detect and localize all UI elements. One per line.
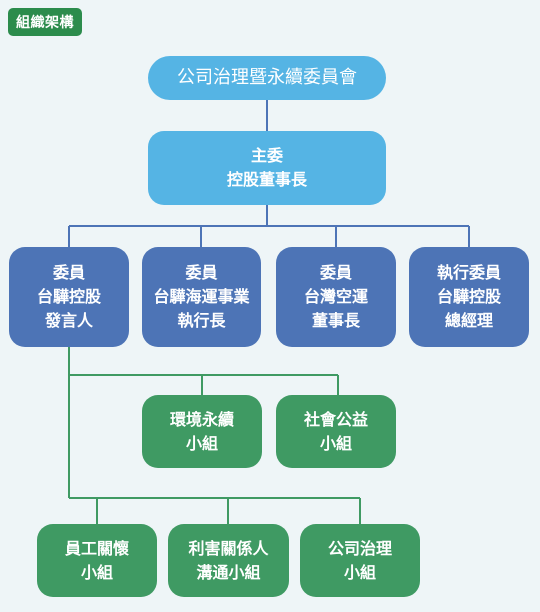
member-role: 委員 bbox=[185, 263, 218, 282]
group-line2: 小組 bbox=[319, 433, 352, 453]
member-line1: 台驊控股 bbox=[36, 287, 101, 306]
member-role: 執行委員 bbox=[436, 263, 501, 282]
member-role: 委員 bbox=[52, 263, 85, 282]
committee-box: 公司治理暨永續委員會 bbox=[148, 56, 386, 100]
section-tag: 組織架構 bbox=[8, 8, 82, 36]
chair-box: 主委 控股董事長 bbox=[148, 131, 386, 205]
group-box-governance: 公司治理 小組 bbox=[300, 524, 420, 597]
chair-title: 控股董事長 bbox=[226, 170, 307, 189]
member-box-air-chairman: 委員 台灣空運 董事長 bbox=[276, 247, 396, 347]
chair-role: 主委 bbox=[250, 146, 283, 165]
group-line2: 小組 bbox=[343, 562, 376, 582]
group-box-social: 社會公益 小組 bbox=[276, 395, 396, 468]
member-line1: 台驊海運事業 bbox=[153, 287, 250, 306]
member-line1: 台灣空運 bbox=[303, 287, 368, 306]
member-box-executive: 執行委員 台驊控股 總經理 bbox=[409, 247, 529, 347]
group-box-environment: 環境永續 小組 bbox=[142, 395, 262, 468]
group-line2: 溝通小組 bbox=[196, 562, 261, 582]
member-line2: 發言人 bbox=[44, 311, 93, 330]
member-line2: 總經理 bbox=[444, 311, 493, 330]
group-line2: 小組 bbox=[185, 433, 218, 453]
group-box-stakeholder: 利害關係人 溝通小組 bbox=[168, 524, 289, 597]
member-box-spokesperson: 委員 台驊控股 發言人 bbox=[9, 247, 129, 347]
group-line1: 利害關係人 bbox=[188, 538, 269, 558]
group-line1: 社會公益 bbox=[303, 409, 368, 429]
group-line1: 環境永續 bbox=[169, 409, 234, 429]
member-line2: 董事長 bbox=[311, 311, 360, 330]
member-line2: 執行長 bbox=[177, 311, 226, 330]
member-box-shipping-ceo: 委員 台驊海運事業 執行長 bbox=[142, 247, 261, 347]
group-line1: 員工關懷 bbox=[64, 538, 129, 558]
group-line2: 小組 bbox=[80, 562, 113, 582]
group-box-employee: 員工關懷 小組 bbox=[37, 524, 157, 597]
member-role: 委員 bbox=[319, 263, 352, 282]
member-line1: 台驊控股 bbox=[436, 287, 501, 306]
committee-name: 公司治理暨永續委員會 bbox=[177, 67, 357, 88]
group-line1: 公司治理 bbox=[327, 538, 392, 558]
